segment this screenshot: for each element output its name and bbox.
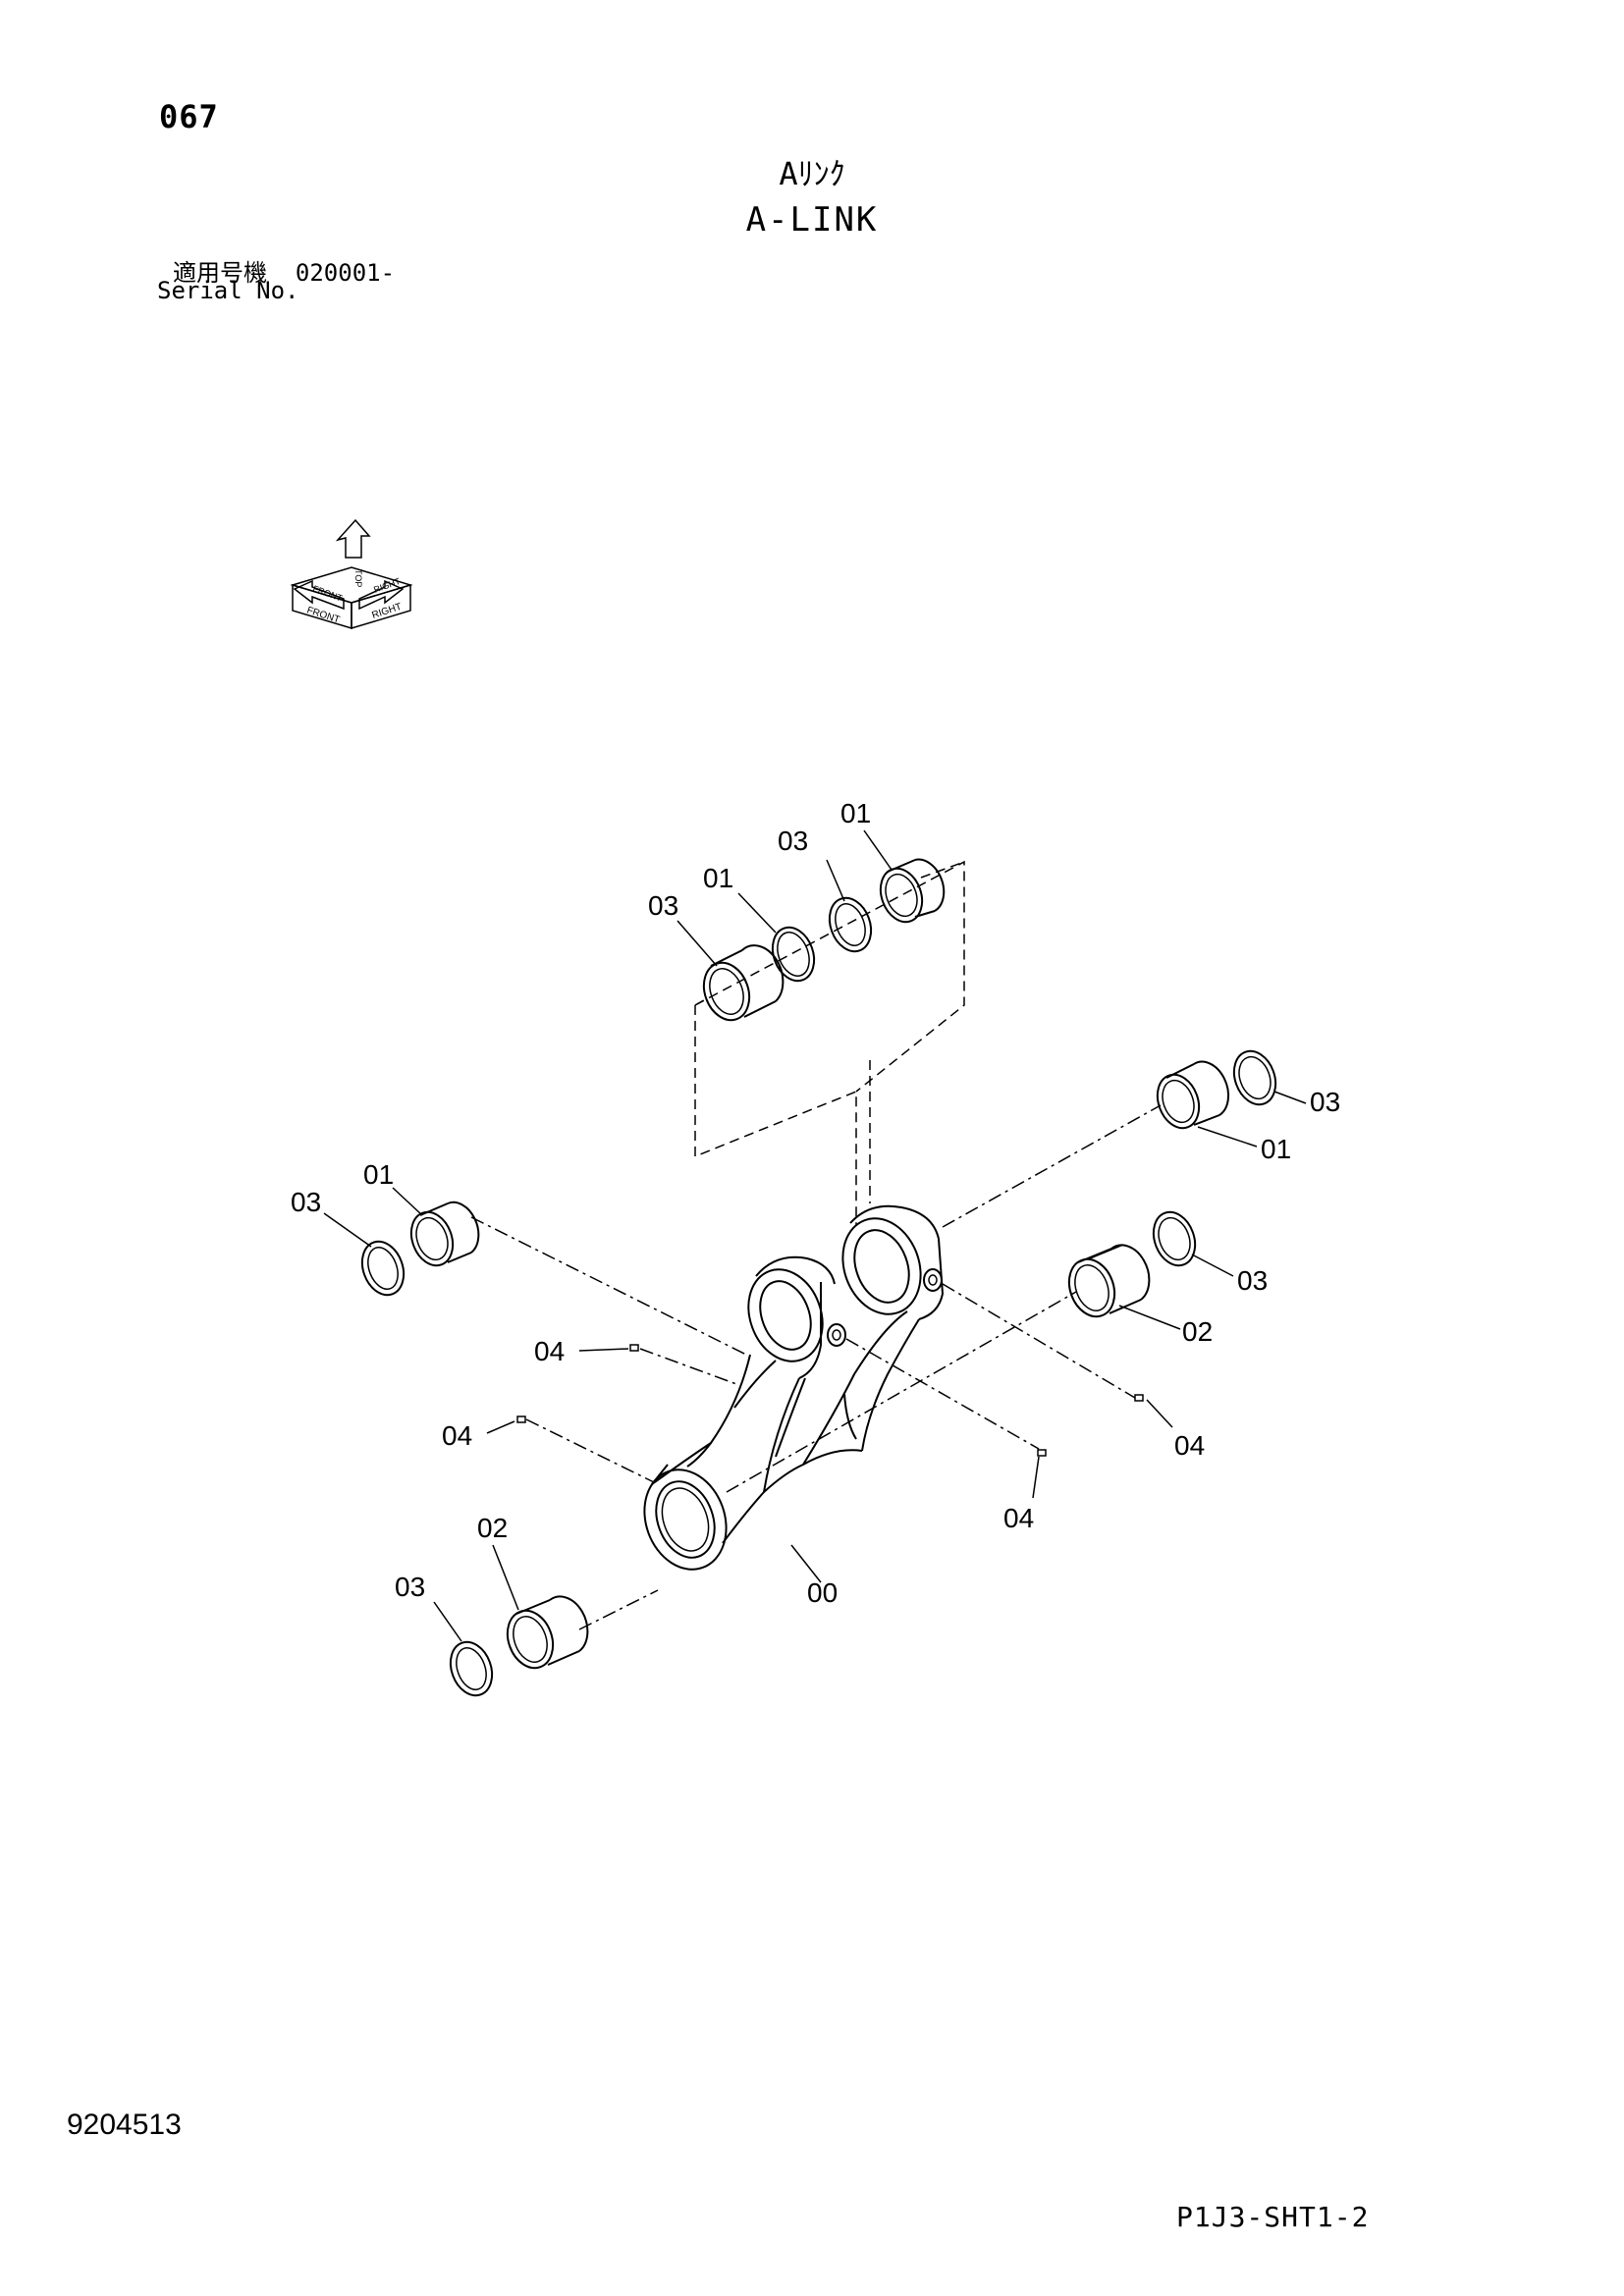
callout-label: 01: [1261, 1134, 1291, 1164]
bushing-part: [1156, 1060, 1230, 1130]
top-arrow-icon: [335, 518, 371, 559]
bushing-part: [1067, 1244, 1151, 1318]
document-number: 9204513: [67, 2109, 182, 2141]
right-arrow-icon: [358, 579, 405, 611]
title-english: A-LINK: [745, 200, 879, 240]
bushing-part: [409, 1201, 480, 1267]
callout-label: 03: [395, 1572, 425, 1602]
serial-range: 020001-: [295, 259, 396, 287]
leader-lines: [323, 829, 1307, 1642]
a-link-body: [643, 1204, 945, 1571]
callout-label: 00: [807, 1577, 838, 1608]
orientation-label: TOP: [353, 569, 363, 587]
callout-label: 04: [534, 1336, 565, 1366]
seal-ring-part: [449, 1640, 494, 1697]
callout-label: 03: [291, 1187, 321, 1217]
callout-label: 01: [703, 863, 733, 893]
callout-labels: 01 03 01 03 03 01 03 01 03 02 04 04 04 0…: [291, 798, 1340, 1608]
orientation-label: FRONT: [305, 605, 341, 625]
callout-label: 03: [1237, 1265, 1268, 1296]
seal-ring-part: [1152, 1210, 1197, 1267]
bracket-line: [920, 861, 965, 879]
seal-ring-part: [771, 926, 816, 983]
grease-nipple-part: [516, 1344, 1144, 1457]
assembly-bracket: [694, 860, 965, 1225]
callout-label: 04: [442, 1420, 472, 1451]
bracket-line: [694, 1005, 857, 1225]
bushing-part: [506, 1595, 589, 1670]
orientation-right-face: [351, 583, 411, 630]
callout-label: 01: [840, 798, 871, 828]
sheet-code: P1J3-SHT1-2: [1176, 2201, 1370, 2233]
seal-ring-part: [828, 896, 873, 953]
callout-label: 01: [363, 1159, 394, 1190]
bracket-line: [694, 996, 710, 1006]
callout-label: 03: [648, 890, 678, 921]
serial-number-row: 適用号機 020001-: [173, 253, 395, 288]
title-japanese: Aﾘﾝｸ: [779, 155, 845, 192]
assembly-axis-lines: [470, 1104, 1162, 1630]
callout-label: 03: [778, 826, 808, 856]
orientation-label: FRONT: [311, 583, 344, 603]
bushing-part: [702, 944, 785, 1022]
orientation-icon: TOP FRONT RIGHT FRONT RIGHT: [290, 518, 413, 630]
callout-label: 04: [1174, 1430, 1205, 1461]
seal-ring-part: [1232, 1049, 1277, 1106]
callout-label: 02: [477, 1513, 508, 1543]
page-number: 067: [159, 98, 219, 135]
serial-label-japanese: 適用号機: [173, 259, 267, 287]
seal-ring-part: [360, 1240, 406, 1297]
callout-label: 04: [1003, 1503, 1034, 1533]
callout-label: 02: [1182, 1316, 1213, 1347]
front-arrow-icon: [293, 579, 345, 611]
callout-label: 03: [1310, 1087, 1340, 1117]
bushing-part: [879, 858, 946, 924]
serial-label-english: Serial No.: [157, 277, 299, 304]
